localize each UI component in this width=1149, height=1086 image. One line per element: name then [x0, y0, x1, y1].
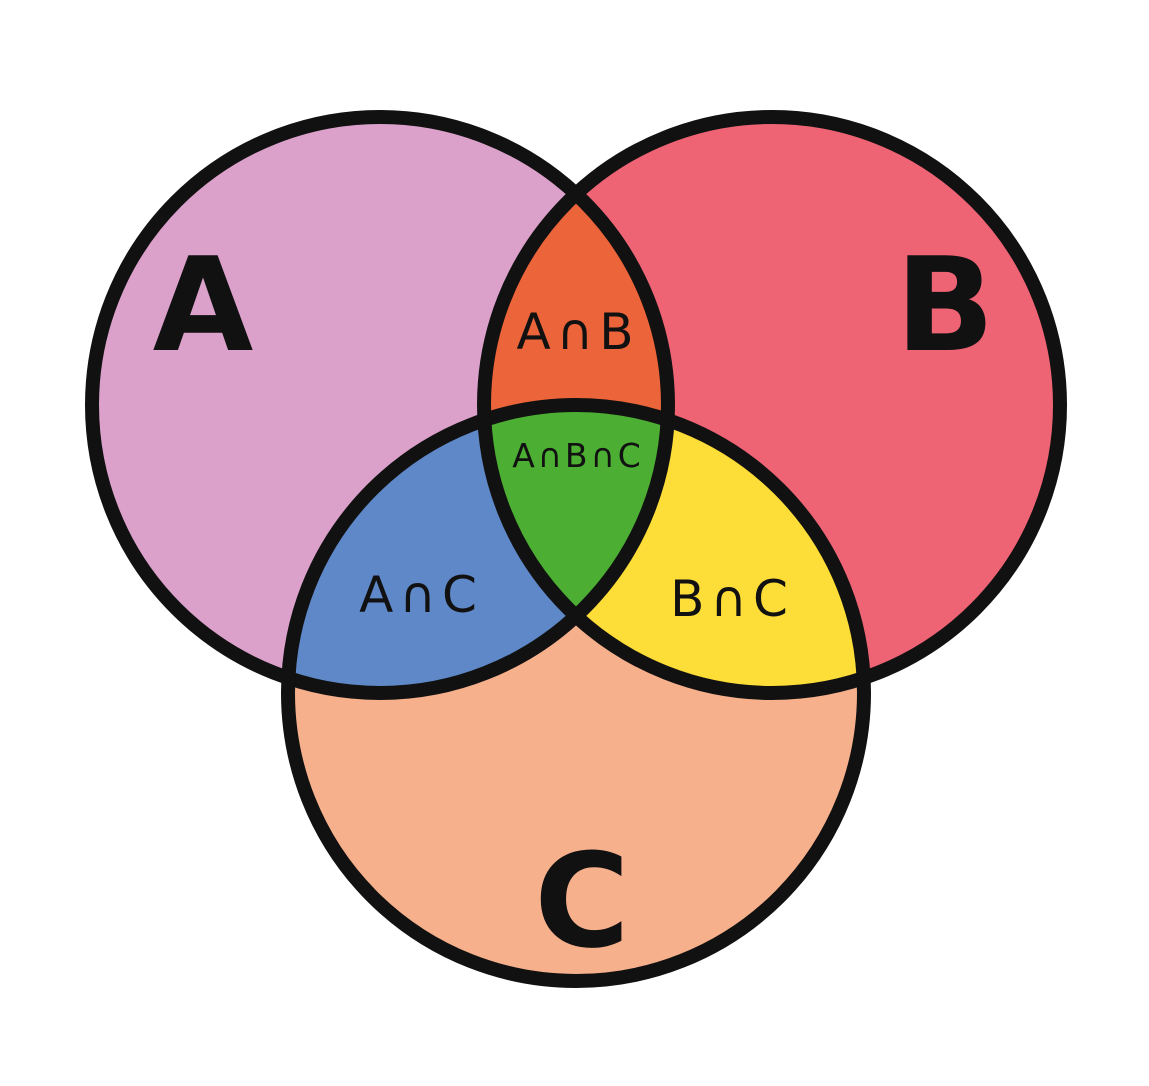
label-a-intersect-c: A∩C: [359, 566, 483, 624]
circle-c-outline: [281, 398, 871, 988]
region-bc-fill: [484, 405, 864, 693]
label-a-intersect-b-intersect-c: A∩B∩C: [512, 436, 644, 475]
label-c: C: [534, 825, 629, 977]
circle-a-outline: [85, 110, 675, 700]
circle-b-outline: [477, 110, 1067, 700]
label-a: A: [153, 229, 254, 381]
region-ac-fill: [288, 405, 668, 693]
label-a-intersect-b: A∩B: [516, 303, 639, 361]
label-b-intersect-c: B∩C: [670, 570, 794, 628]
label-b: B: [895, 229, 994, 381]
